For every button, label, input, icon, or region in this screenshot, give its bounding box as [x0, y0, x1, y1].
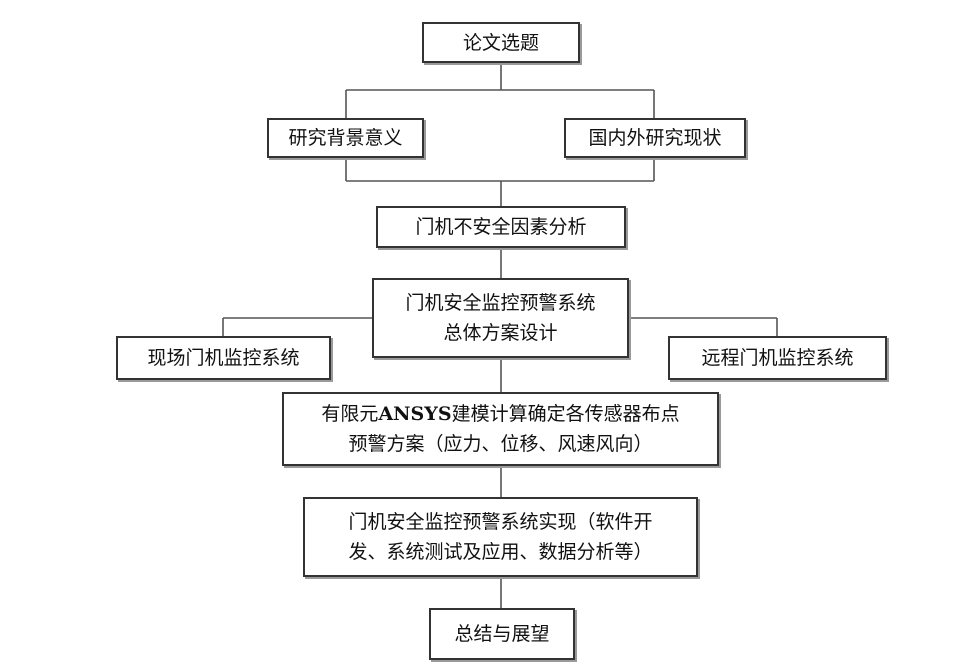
- node-background: 研究背景意义: [267, 118, 424, 158]
- node-summary-label: 总结与展望: [454, 623, 550, 645]
- node-fem-bold: ANSYS: [378, 403, 452, 425]
- node-implementation: 门机安全监控预警系统实现（软件开 发、系统测试及应用、数据分析等）: [303, 497, 698, 577]
- node-summary: 总结与展望: [429, 608, 575, 660]
- node-status: 国内外研究现状: [564, 118, 746, 158]
- node-fem-prefix: 有限元: [321, 403, 379, 425]
- node-factors: 门机不安全因素分析: [376, 206, 626, 248]
- node-topic-label: 论文选题: [462, 31, 539, 54]
- node-remote-label: 远程门机监控系统: [701, 347, 854, 369]
- node-overall-line1: 门机安全监控预警系统: [405, 292, 596, 314]
- node-remote-monitoring: 远程门机监控系统: [668, 336, 887, 380]
- node-overall-line2: 总体方案设计: [443, 322, 558, 344]
- node-onsite-monitoring: 现场门机监控系统: [116, 336, 331, 380]
- node-factors-label: 门机不安全因素分析: [415, 216, 587, 238]
- node-fem-line1: 有限元ANSYS建模计算确定各传感器布点: [321, 399, 679, 429]
- node-fem-line2: 预警方案（应力、位移、风速风向）: [348, 433, 653, 455]
- node-status-label: 国内外研究现状: [588, 127, 722, 149]
- node-topic: 论文选题: [422, 22, 580, 63]
- node-fem-suffix: 建模计算确定各传感器布点: [451, 403, 680, 425]
- node-background-label: 研究背景意义: [288, 127, 403, 149]
- node-impl-line2: 发、系统测试及应用、数据分析等）: [348, 541, 653, 563]
- node-onsite-label: 现场门机监控系统: [147, 347, 300, 369]
- node-impl-line1: 门机安全监控预警系统实现（软件开: [348, 511, 653, 533]
- node-fem-modeling: 有限元ANSYS建模计算确定各传感器布点 预警方案（应力、位移、风速风向）: [282, 392, 719, 466]
- node-overall-design: 门机安全监控预警系统 总体方案设计: [372, 278, 629, 358]
